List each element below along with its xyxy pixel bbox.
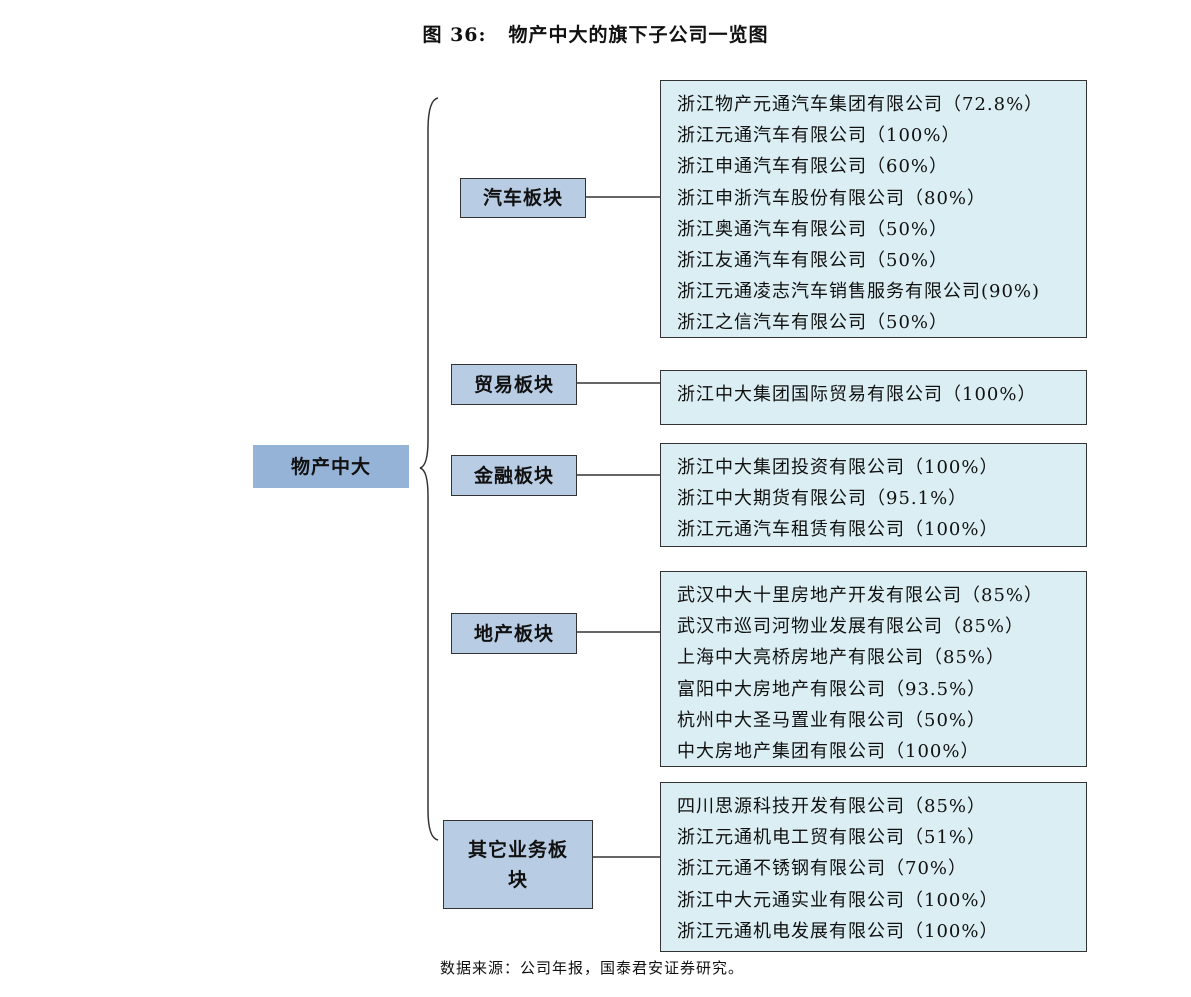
list-item: 浙江元通汽车租赁有限公司（100%） [677, 519, 999, 541]
segment-label: 汽车板块 [482, 187, 563, 209]
list-item: 浙江中大期货有限公司（95.1%） [677, 488, 968, 510]
segment-node-auto: 汽车板块 [460, 178, 586, 218]
company-list-property: 武汉中大十里房地产开发有限公司（85%） 武汉市巡司河物业发展有限公司（85%）… [660, 571, 1087, 767]
list-item: 浙江元通汽车有限公司（100%） [677, 125, 961, 147]
list-item: 富阳中大房地产有限公司（93.5%） [677, 678, 987, 700]
company-list-finance: 浙江中大集团投资有限公司（100%） 浙江中大期货有限公司（95.1%） 浙江元… [660, 443, 1087, 547]
root-node: 物产中大 [253, 445, 409, 488]
list-item: 浙江奥通汽车有限公司（50%） [677, 218, 949, 240]
source-note: 数据来源：公司年报，国泰君安证券研究。 [440, 959, 745, 977]
segment-node-other: 其它业务板块 [443, 820, 593, 909]
list-item: 浙江中大集团国际贸易有限公司（100%） [677, 384, 1037, 405]
list-item: 浙江中大集团投资有限公司（100%） [677, 457, 999, 478]
list-item: 武汉中大十里房地产开发有限公司（85%） [677, 585, 1044, 606]
root-label: 物产中大 [290, 455, 371, 478]
list-item: 浙江元通机电发展有限公司（100%） [677, 920, 999, 942]
segment-node-finance: 金融板块 [451, 455, 577, 496]
list-item: 浙江申浙汽车股份有限公司（80%） [677, 187, 987, 209]
list-item: 浙江物产元通汽车集团有限公司（72.8%） [677, 94, 1044, 115]
list-item: 武汉市巡司河物业发展有限公司（85%） [677, 616, 1025, 638]
figure-title: 图 36: 物产中大的旗下子公司一览图 [0, 20, 1191, 47]
company-list-auto: 浙江物产元通汽车集团有限公司（72.8%） 浙江元通汽车有限公司（100%） 浙… [660, 80, 1087, 338]
list-item: 杭州中大圣马置业有限公司（50%） [677, 709, 987, 731]
segment-label: 其它业务板块 [467, 838, 568, 891]
segment-node-property: 地产板块 [451, 613, 577, 654]
figure-number: 图 36: [422, 24, 487, 46]
segment-label: 地产板块 [473, 622, 554, 645]
list-item: 浙江中大元通实业有限公司（100%） [677, 889, 999, 911]
segment-label: 贸易板块 [473, 373, 554, 396]
list-item: 上海中大亮桥房地产有限公司（85%） [677, 647, 1006, 669]
list-item: 浙江元通机电工贸有限公司（51%） [677, 827, 987, 849]
list-item: 四川思源科技开发有限公司（85%） [677, 796, 987, 817]
list-item: 浙江申通汽车有限公司（60%） [677, 156, 949, 178]
list-item: 浙江元通不锈钢有限公司（70%） [677, 858, 968, 880]
list-item: 浙江友通汽车有限公司（50%） [677, 249, 949, 271]
segment-label: 金融板块 [473, 464, 554, 487]
figure-caption: 物产中大的旗下子公司一览图 [508, 24, 769, 46]
list-item: 浙江元通凌志汽车销售服务有限公司(90%) [677, 281, 1041, 303]
root-brace [419, 97, 439, 841]
company-list-trade: 浙江中大集团国际贸易有限公司（100%） [660, 370, 1087, 425]
list-item: 中大房地产集团有限公司（100%） [677, 740, 980, 762]
list-item: 浙江之信汽车有限公司（50%） [677, 312, 949, 334]
company-list-other: 四川思源科技开发有限公司（85%） 浙江元通机电工贸有限公司（51%） 浙江元通… [660, 782, 1087, 952]
segment-node-trade: 贸易板块 [451, 364, 577, 405]
